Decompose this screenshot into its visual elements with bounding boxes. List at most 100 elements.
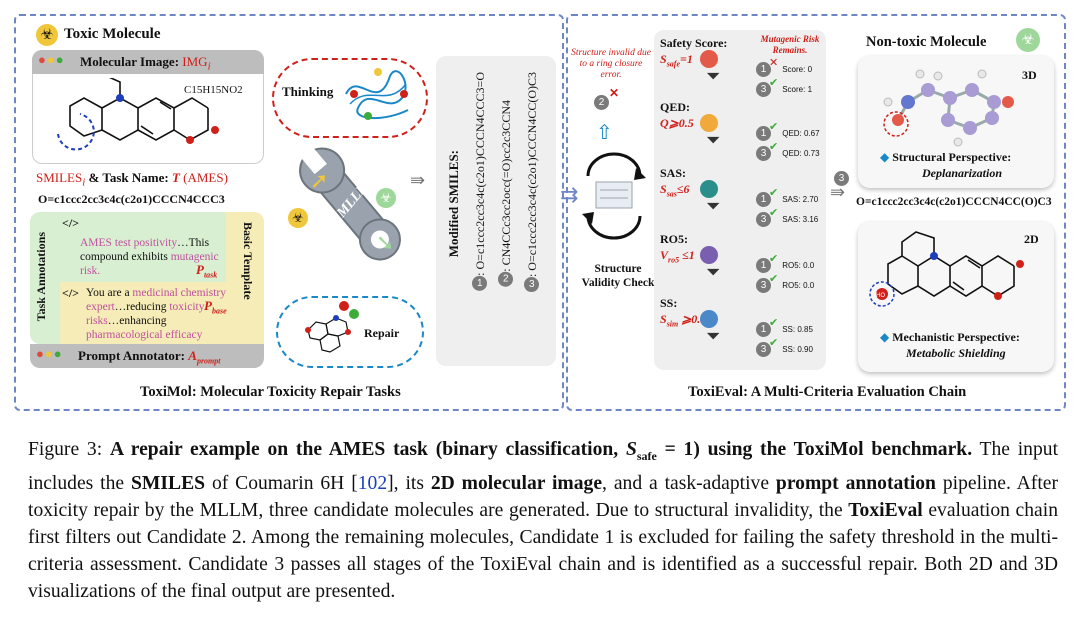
safe-icon: ☣ (1016, 28, 1040, 52)
criterion-icon (700, 310, 718, 328)
safe-small-icon: ☣ (376, 188, 396, 208)
mechanistic-perspective: ◆ Mechanistic Perspective: (880, 330, 1020, 344)
p-base-band (60, 282, 264, 344)
figure: ☣ Toxic Molecule ●●● Molecular Image: IM… (14, 14, 1066, 411)
check-icon: ✔ (769, 77, 779, 89)
criterion-icon (700, 180, 718, 198)
molecular-formula: C15H15NO2 (184, 84, 243, 96)
check-icon: ✔ (769, 317, 779, 329)
arrow-right-icon: ⇛ (410, 170, 426, 190)
prompt-annotator-label: Prompt Annotator: Aprompt (78, 348, 221, 366)
validity-check-label: Structure Validity Check (581, 263, 655, 289)
p-base-symbol: Pbase (204, 298, 227, 316)
biohazard-icon: ☣ (36, 24, 58, 46)
criterion-name: QED: (660, 100, 690, 114)
candidate-3-badge: 3 (834, 168, 849, 186)
criterion-icon (700, 50, 718, 68)
criterion-icon (700, 246, 718, 264)
window-dots: ●●● (38, 52, 65, 67)
check-icon: ✔ (769, 337, 779, 349)
criterion-name: SAS: (660, 166, 687, 180)
label-3d: 3D (1022, 68, 1037, 82)
smiles-task-label: SMILESi & Task Name: T (AMES) (36, 170, 228, 189)
svg-text:HO: HO (876, 293, 885, 299)
modified-smiles-title: Modified SMILES: (446, 150, 461, 258)
modified-smiles-1: 1: O=c1ccc2cc3c4c(c2o1)CCCN4CCC3=O (472, 72, 487, 291)
check-icon: ✔ (769, 121, 779, 133)
code-icon: </> (62, 216, 80, 230)
toximol-footer: ToxiMol: Molecular Toxicity Repair Tasks (140, 384, 401, 400)
check-icon: ✔ (769, 253, 779, 265)
criterion-threshold: Q⩾0.5 (660, 116, 694, 130)
repair-molecule-icon (305, 301, 359, 353)
molecule-3d-structure (883, 69, 1014, 147)
molecular-image-label: Molecular Image: IMGi (80, 54, 211, 73)
prompt-annotator-bar (30, 344, 264, 368)
final-smiles: O=c1ccc2cc3c4c(c2o1)CCCN4CC(O)C3 (856, 196, 1052, 208)
biohazard-small-icon: ☣ (288, 208, 308, 228)
criterion-threshold: Ssafe=1 (660, 52, 693, 69)
candidate-1-result: 1✕Score: 0 (756, 57, 812, 77)
toxic-molecule-structure (57, 78, 219, 151)
thinking-label: Thinking (282, 84, 334, 99)
filter-funnel-icon: ⏷ (706, 262, 721, 282)
check-icon: ✔ (769, 187, 779, 199)
label-2d: 2D (1024, 232, 1039, 246)
candidate-1-result: 1✔SAS: 2.70 (756, 187, 818, 207)
arrow-up-icon: ➚ (310, 168, 329, 193)
criterion-threshold: Vro5 ≤1 (660, 248, 695, 265)
arrow-right-icon: ⇛ (830, 182, 846, 202)
molecular-image-bar (32, 50, 264, 74)
toxieval-panel (566, 14, 1066, 411)
toximol-panel (14, 14, 564, 411)
toxieval-footer: ToxiEval: A Multi-Criteria Evaluation Ch… (688, 384, 967, 400)
figure-caption: Figure 3: A repair example on the AMES t… (28, 439, 1059, 602)
modified-smiles-2: 2: CN4CCc3cc2occ(=O)cc2c3CCN4 (498, 100, 513, 287)
criteria-column (654, 30, 826, 370)
basic-template-label: Basic Template (241, 222, 255, 300)
filter-funnel-icon: ⏷ (706, 196, 721, 216)
cross-icon: ✕ (769, 57, 779, 69)
filter-funnel-icon: ⏷ (706, 326, 721, 346)
candidate-3-result: 3✔Score: 1 (756, 77, 812, 97)
p-task-text: AMES test positivity…This compound exhib… (80, 237, 219, 277)
criterion-name: RO5: (660, 232, 688, 246)
invalid-candidate: 2✕ (594, 86, 619, 110)
thinking-scribble-icon (345, 68, 409, 120)
arrow-down-icon: ➘ (376, 230, 395, 255)
check-icon: ✔ (769, 207, 779, 219)
repair-label: Repair (364, 326, 400, 340)
wrench-icon (299, 147, 401, 261)
smiles-value: O=c1ccc2cc3c4c(c2o1)CCCN4CCC3 (38, 192, 225, 206)
arrow-up-icon: ⇧ (596, 122, 613, 144)
criterion-icon (700, 114, 718, 132)
structural-perspective-value: Deplanarization (922, 166, 1003, 180)
molecule-2d-frame (858, 222, 1054, 372)
toxic-molecule-title: Toxic Molecule (64, 26, 161, 42)
mechanistic-perspective-value: Metabolic Shielding (906, 346, 1006, 360)
code-icon: </> (62, 286, 80, 300)
candidate-1-result: 1✔RO5: 0.0 (756, 253, 814, 273)
task-annotations-label: Task Annotations (34, 232, 48, 322)
candidate-1-result: 1✔QED: 0.67 (756, 121, 820, 141)
risk-note: Mutagenic Risk Remains. (760, 34, 820, 55)
candidate-3-result: 3✔SAS: 3.16 (756, 207, 818, 227)
molecule-2d-structure: HO (869, 231, 1024, 307)
validity-cycle-icon (582, 152, 646, 240)
criterion-name: SS: (660, 296, 678, 310)
invalid-note: Structure invalid due to a ring closure … (571, 48, 651, 80)
modified-smiles-3: 3: O=c1ccc2cc3c4c(c2o1)CCCN4CC(O)C3 (524, 72, 539, 293)
modified-smiles-box (436, 56, 556, 366)
arrow-right-icon: ⇉ (560, 182, 579, 207)
filter-funnel-icon: ⏷ (706, 130, 721, 150)
candidate-1-result: 1✔SS: 0.85 (756, 317, 813, 337)
check-icon: ✔ (769, 141, 779, 153)
criterion-name: Safety Score: (660, 36, 728, 50)
window-dots: ●●● (36, 346, 63, 361)
nontoxic-title: Non-toxic Molecule (866, 34, 987, 50)
structural-perspective: ◆ Structural Perspective: (880, 150, 1012, 164)
criterion-threshold: Ssas≤6 (660, 182, 690, 199)
candidate-3-result: 3✔QED: 0.73 (756, 141, 820, 161)
candidate-3-result: 3✔SS: 0.90 (756, 337, 813, 357)
check-icon: ✔ (769, 273, 779, 285)
